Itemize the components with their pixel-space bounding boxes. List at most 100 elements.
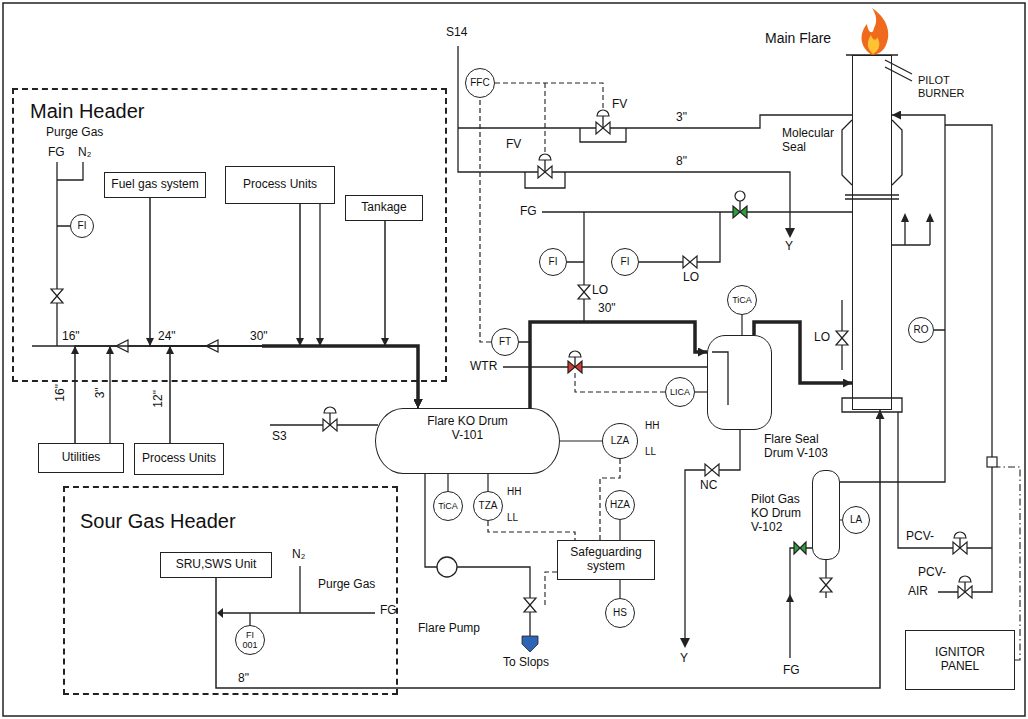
level-alarm: LA <box>842 506 870 534</box>
node-label: RO <box>914 324 929 336</box>
node-label: Tankage <box>361 201 406 215</box>
drawing-label: 3" <box>676 111 687 125</box>
drawing-label: 30" <box>250 330 268 344</box>
drawing-label: 24" <box>158 330 176 344</box>
flow-arrow <box>316 338 324 346</box>
frame <box>3 3 1025 716</box>
pipe-line <box>32 46 992 658</box>
node-label: LICA <box>670 387 690 397</box>
pipe-connector <box>487 474 488 491</box>
drawing-label: To Slops <box>503 656 549 670</box>
node-label: FT <box>499 336 511 348</box>
signal-line <box>495 83 665 605</box>
node-label: TiCA <box>732 295 752 305</box>
node-heading: Flare Seal Drum V-103 <box>764 433 844 461</box>
node-label: Process Units <box>243 178 317 192</box>
node-label: Utilities <box>62 451 101 465</box>
flow-arrow <box>926 213 934 222</box>
source-box: Utilities <box>38 443 124 473</box>
drawing-label: NC <box>700 479 717 493</box>
valve-actuator <box>987 457 997 467</box>
seal-drum: Flare Seal Drum V-103 <box>707 335 772 430</box>
drawing-label: LO <box>814 331 830 345</box>
pipe-connector <box>216 410 880 688</box>
flame-symbol <box>862 8 889 55</box>
drawing-label: PCV- <box>906 530 934 544</box>
ko-drum: Flare KO DrumV-101 <box>375 408 560 474</box>
node-heading: HH <box>645 420 659 432</box>
drawing-label: Purge Gas <box>46 126 103 140</box>
drawing-label: N₂ <box>78 146 91 160</box>
drawing-label: Purge Gas <box>318 578 375 592</box>
source-box: SRU,SWS Unit <box>160 552 272 578</box>
node-label: TZA <box>479 500 498 512</box>
drawing-label: 16" <box>62 330 80 344</box>
node-label: V-101 <box>452 429 483 443</box>
drawing-label: 8" <box>676 155 687 169</box>
node-label: FFC <box>470 77 489 89</box>
drawing-label: FV <box>612 98 627 112</box>
flow-indicator: FI 001 <box>235 625 265 655</box>
restriction-orifice: RO <box>908 317 934 343</box>
flow-arrow <box>680 638 690 648</box>
red-valve-symbol <box>568 361 582 373</box>
pipe-connector <box>300 204 418 408</box>
flow-transmitter: FT <box>491 328 519 356</box>
flow-arrow <box>786 594 794 602</box>
pipe-size-label: 3" <box>94 387 108 398</box>
pipe-connector <box>385 221 418 408</box>
pump-symbol <box>437 557 457 577</box>
source-box: Fuel gas system <box>104 172 206 198</box>
valve-actuator <box>539 154 551 160</box>
pipe-line <box>458 46 852 228</box>
pipe-line-thick <box>262 346 418 404</box>
drawing-label: AIR <box>908 585 928 599</box>
flow-indicator: FI <box>70 214 94 238</box>
valve-symbol <box>958 586 972 598</box>
drawing-label: FV <box>506 138 521 152</box>
pipe-connector <box>619 520 620 540</box>
node-label: Flare KO Drum <box>427 415 508 429</box>
pilot-ko-drum: Pilot Gas KO Drum V-102 <box>812 470 840 560</box>
green-valve-symbol <box>733 206 747 218</box>
valve-actuator <box>954 532 966 538</box>
pipe-line <box>425 474 530 636</box>
node-label: HZA <box>610 499 630 511</box>
drawing-label: WTR <box>470 360 497 374</box>
valve-symbol <box>820 578 832 592</box>
flow-indicator: FI <box>611 248 639 276</box>
node-label: FI <box>549 256 558 268</box>
source-box: Process Units <box>225 166 335 204</box>
node-label: FI <box>78 220 87 232</box>
valve-symbol <box>596 122 610 134</box>
valve-actuator <box>569 351 581 357</box>
valve-actuator <box>324 110 997 582</box>
frame <box>3 3 1025 716</box>
flow-arrow <box>217 608 223 618</box>
flow-arrow <box>71 213 934 648</box>
node-heading: LL <box>507 512 518 524</box>
pipe-line <box>503 342 707 367</box>
node-label: HS <box>613 607 627 619</box>
node-heading: Pilot Gas KO Drum V-102 <box>751 493 809 534</box>
valve-actuator <box>597 110 609 116</box>
flow-arrow <box>785 228 795 238</box>
level-instrument: LICA <box>665 377 695 407</box>
flame-symbol <box>862 8 889 55</box>
signal-line <box>495 83 665 605</box>
source-box: Process Units <box>134 443 224 475</box>
signal-connector <box>480 98 491 342</box>
pipe-connector <box>754 322 852 383</box>
temperature-instrument: TiCA <box>727 285 757 315</box>
drawing-label: 30" <box>598 302 616 316</box>
alarm-instrument: HZA <box>605 490 635 520</box>
flow-arrow <box>106 346 114 354</box>
node-heading: Main Header <box>30 100 145 123</box>
node-label: LA <box>850 514 862 526</box>
valve-symbol <box>578 285 590 299</box>
drawing-label: FG <box>48 146 65 160</box>
pipe-size-label: 16" <box>54 384 68 402</box>
node-label: FI <box>621 256 630 268</box>
node-label: TiCA <box>438 501 458 511</box>
